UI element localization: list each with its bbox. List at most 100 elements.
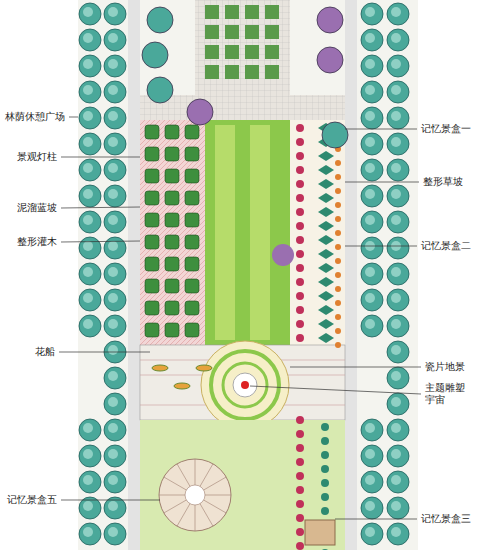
flower <box>296 278 304 286</box>
palm-leaf <box>318 291 334 301</box>
tree-highlight <box>83 33 93 43</box>
plaza-planter <box>265 45 279 59</box>
palm-leaf <box>318 221 334 231</box>
plaza-planter <box>205 65 219 79</box>
leader-line <box>61 207 140 208</box>
flower <box>296 320 304 328</box>
street-tree <box>79 29 101 51</box>
street-tree <box>79 315 101 337</box>
flower <box>296 500 304 508</box>
street-tree <box>387 419 409 441</box>
top-plaza <box>195 0 290 95</box>
street-tree <box>79 237 101 259</box>
palm-leaf <box>318 207 334 217</box>
street-tree <box>387 315 409 337</box>
tree-highlight <box>108 85 118 95</box>
plaza-planter <box>265 5 279 19</box>
street-tree <box>387 523 409 545</box>
street-tree <box>361 497 383 519</box>
leader-line <box>59 352 150 353</box>
tree-highlight <box>83 137 93 147</box>
palm-leaf <box>318 165 334 175</box>
street-tree <box>361 185 383 207</box>
street-tree <box>79 107 101 129</box>
street-tree <box>104 237 126 259</box>
tree-highlight <box>108 527 118 537</box>
shaped-shrub <box>165 213 179 227</box>
street-tree <box>387 3 409 25</box>
shaped-shrub <box>165 301 179 315</box>
shrub <box>321 493 329 501</box>
plaza-planter <box>245 65 259 79</box>
shaped-shrub <box>145 301 159 315</box>
tree-highlight <box>391 293 401 303</box>
tree-highlight <box>83 111 93 121</box>
street-tree <box>361 3 383 25</box>
shaped-shrub <box>185 279 199 293</box>
palm-leaf <box>318 263 334 273</box>
tree-highlight <box>108 7 118 17</box>
tree-highlight <box>391 59 401 69</box>
plaza-tree <box>322 122 348 148</box>
shaped-shrub <box>185 235 199 249</box>
street-tree <box>79 263 101 285</box>
tree-highlight <box>365 475 375 485</box>
street-tree <box>79 3 101 25</box>
shrub-area <box>140 120 205 345</box>
flower <box>296 166 304 174</box>
street-tree <box>79 471 101 493</box>
shrub <box>321 437 329 445</box>
tree-highlight <box>365 527 375 537</box>
plaza-planter <box>225 25 239 39</box>
street-tree <box>361 289 383 311</box>
shaped-shrub <box>165 235 179 249</box>
street-tree <box>104 3 126 25</box>
shaped-shrub <box>165 169 179 183</box>
tree-highlight <box>391 7 401 17</box>
shrub <box>321 423 329 431</box>
shaped-shrub <box>145 323 159 337</box>
plaza-planter <box>265 25 279 39</box>
tree-highlight <box>391 319 401 329</box>
plan-label: 林荫休憩广场 <box>4 111 66 123</box>
flower-boat <box>152 365 168 371</box>
shaped-shrub <box>185 257 199 271</box>
plaza-planter <box>205 45 219 59</box>
flower <box>335 160 341 166</box>
tree-highlight <box>391 111 401 121</box>
tree-highlight <box>83 501 93 511</box>
ceramic-ground <box>201 341 289 429</box>
street-tree <box>104 133 126 155</box>
plan-label: 记忆景盒一 <box>420 123 472 135</box>
tree-highlight <box>108 241 118 251</box>
street-tree <box>104 289 126 311</box>
tree-highlight <box>365 449 375 459</box>
flower <box>296 444 304 452</box>
shaped-shrub <box>185 301 199 315</box>
tree-highlight <box>83 189 93 199</box>
shaped-shrub <box>165 323 179 337</box>
shaped-shrub <box>185 213 199 227</box>
plaza-planter <box>245 45 259 59</box>
tree-highlight <box>365 111 375 121</box>
tree-highlight <box>365 189 375 199</box>
tree-highlight <box>83 241 93 251</box>
street-tree <box>387 367 409 389</box>
shaped-shrub <box>185 323 199 337</box>
flower <box>296 236 304 244</box>
tree-highlight <box>365 163 375 173</box>
tree-highlight <box>391 449 401 459</box>
shaped-shrub <box>145 279 159 293</box>
street-tree <box>361 315 383 337</box>
street-tree <box>104 471 126 493</box>
flower <box>296 542 304 550</box>
street-tree <box>79 211 101 233</box>
street-tree <box>104 29 126 51</box>
street-tree <box>361 211 383 233</box>
plaza-planter <box>225 45 239 59</box>
street-tree <box>104 419 126 441</box>
street-tree <box>387 445 409 467</box>
tree-highlight <box>391 475 401 485</box>
street-tree <box>387 393 409 415</box>
tree-highlight <box>365 319 375 329</box>
